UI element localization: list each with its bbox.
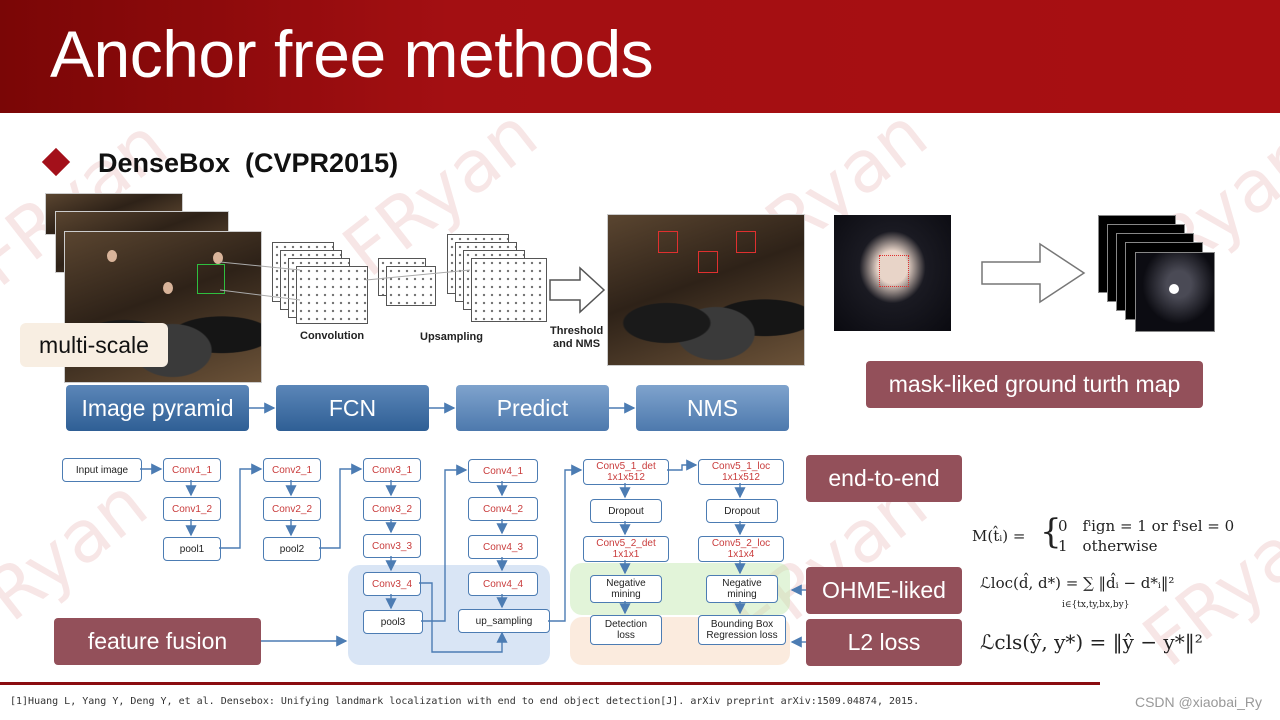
conv-feature-map <box>296 266 368 324</box>
conv3-3-node: Conv3_3 <box>363 534 421 558</box>
mask-formula-case-2: 1 otherwise <box>1058 537 1158 555</box>
conv5-2-loc-node: Conv5_2_loc 1x1x4 <box>698 536 784 562</box>
network-input-node: Input image <box>62 458 142 482</box>
conv1-2-node: Conv1_2 <box>163 497 221 521</box>
threshold-arrow-icon <box>549 266 606 314</box>
cls-loss-formula: ℒcls(ŷ, y*) = ‖ŷ − y*‖² <box>980 630 1203 654</box>
negative-mining-loc-label-1: Negative <box>722 578 762 589</box>
conv5-1-loc-label: Conv5_1_loc <box>711 461 771 472</box>
detection-result-image <box>607 214 805 366</box>
conv4-1-node: Conv4_1 <box>468 459 538 483</box>
dropout-loc-node: Dropout <box>706 499 778 523</box>
flow-box-image-pyramid: Image pyramid <box>66 385 249 431</box>
detection-loss-node: Detection loss <box>590 615 662 645</box>
conv5-2-loc-label: Conv5_2_loc <box>711 538 771 549</box>
footer-divider <box>0 682 1100 685</box>
conv5-1-det-node: Conv5_1_det 1x1x512 <box>583 459 669 485</box>
flow-box-predict: Predict <box>456 385 609 431</box>
conv5-2-loc-size: 1x1x4 <box>727 549 755 560</box>
feature-fusion-box: feature fusion <box>54 618 261 665</box>
csdn-credit: CSDN @xiaobai_Ry <box>1134 694 1262 710</box>
mask-arrow-icon <box>981 242 1086 304</box>
detection-loss-label-2: loss <box>617 630 635 641</box>
conv3-2-node: Conv3_2 <box>363 497 421 521</box>
loc-loss-formula: ℒloc(d̂, d*) = ∑ ‖d̂ᵢ − d*ᵢ‖² <box>980 574 1175 592</box>
multi-scale-chip: multi-scale <box>20 323 168 367</box>
conv4-2-node: Conv4_2 <box>468 497 538 521</box>
conv5-1-det-size: 1x1x512 <box>607 472 645 483</box>
conv5-2-det-node: Conv5_2_det 1x1x1 <box>583 536 669 562</box>
conv2-1-node: Conv2_1 <box>263 458 321 482</box>
mask-formula-lhs: M(t̂ᵢ) = <box>972 527 1026 545</box>
bbox-regression-loss-label-1: Bounding Box <box>710 619 774 630</box>
conv5-1-loc-size: 1x1x512 <box>722 472 760 483</box>
conv3-1-node: Conv3_1 <box>363 458 421 482</box>
conv1-1-node: Conv1_1 <box>163 458 221 482</box>
conv4-4-node: Conv4_4 <box>468 572 538 596</box>
slide-title: Anchor free methods <box>50 17 654 91</box>
negative-mining-det-node: Negative mining <box>590 575 662 603</box>
conv5-2-det-label: Conv5_2_det <box>596 538 656 549</box>
conv5-1-loc-node: Conv5_1_loc 1x1x512 <box>698 459 784 485</box>
slide-subtitle: DenseBox (CVPR2015) <box>98 148 399 178</box>
detection-loss-label-1: Detection <box>604 619 648 630</box>
pool3-node: pool3 <box>363 610 423 634</box>
convolution-label: Convolution <box>300 330 365 342</box>
flow-box-nms: NMS <box>636 385 789 431</box>
negative-mining-det-label-2: mining <box>611 589 641 600</box>
pool2-node: pool2 <box>263 537 321 561</box>
mask-formula-brace: { <box>1040 512 1062 552</box>
conv5-2-det-size: 1x1x1 <box>612 549 640 560</box>
upsampling-label: Upsampling <box>420 331 483 343</box>
mask-source-image <box>834 215 951 331</box>
output-feature-map <box>471 258 547 322</box>
conv5-1-det-label: Conv5_1_det <box>596 461 656 472</box>
mask-stack <box>1098 215 1216 333</box>
flow-box-fcn: FCN <box>276 385 429 431</box>
nms-label: and NMS <box>553 338 601 350</box>
conv2-2-node: Conv2_2 <box>263 497 321 521</box>
negative-mining-det-label-1: Negative <box>606 578 646 589</box>
conv3-4-node: Conv3_4 <box>363 572 421 596</box>
mask-label-box: mask-liked ground turth map <box>866 361 1203 408</box>
conv4-3-node: Conv4_3 <box>468 535 538 559</box>
upsample-feature-map <box>386 266 436 306</box>
threshold-label: Threshold <box>550 325 604 337</box>
negative-mining-loc-node: Negative mining <box>706 575 778 603</box>
up-sampling-node: up_sampling <box>458 609 550 633</box>
l2-loss-box: L2 loss <box>806 619 962 666</box>
bbox-regression-loss-node: Bounding Box Regression loss <box>698 615 786 645</box>
dropout-det-node: Dropout <box>590 499 662 523</box>
negative-mining-loc-label-2: mining <box>727 589 757 600</box>
ohme-box: OHME-liked <box>806 567 962 614</box>
reference-footnote: [1]Huang L, Yang Y, Deng Y, et al. Dense… <box>10 696 920 707</box>
pool1-node: pool1 <box>163 537 221 561</box>
loc-loss-subscript: i∈{tx,ty,bx,by} <box>1062 600 1130 610</box>
title-bar: Anchor free methods <box>0 0 1280 113</box>
bbox-regression-loss-label-2: Regression loss <box>706 630 778 641</box>
mask-formula-case-1: 0 fⁱign = 1 or fⁱsel = 0 <box>1058 517 1235 535</box>
end-to-end-box: end-to-end <box>806 455 962 502</box>
